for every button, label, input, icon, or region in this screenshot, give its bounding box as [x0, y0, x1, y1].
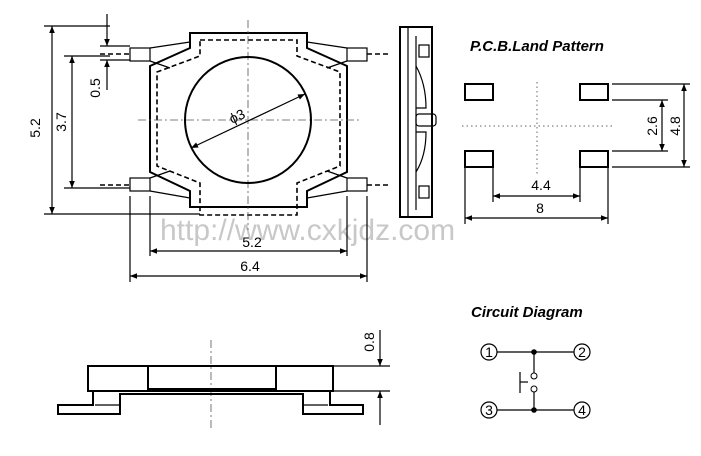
pcb-land-pattern: P.C.B.Land Pattern 4.4 8 2.6 4.8: [462, 38, 690, 224]
right-terminals: [306, 41, 388, 199]
front-view: 0.8: [57, 330, 390, 430]
dim-total-height: 5.2: [27, 118, 43, 138]
diameter-label: ϕ3: [227, 106, 248, 127]
pin-1-label: 1: [485, 344, 493, 360]
dim-actuator-height: 0.8: [361, 332, 377, 352]
pcb-dim-pad-gap: 2.6: [644, 116, 660, 136]
actuator-circle: [184, 56, 312, 184]
pin-4-label: 4: [578, 402, 586, 418]
pcb-dim-outer-width: 8: [536, 200, 544, 216]
switch-body-hidden: [156, 39, 341, 216]
pin-4: 4: [573, 401, 591, 419]
pcb-dim-inner-width: 4.4: [531, 177, 551, 193]
pcb-pad-top-left: [464, 83, 494, 101]
circuit-diagram: Circuit Diagram 1 2 3 4: [471, 304, 591, 419]
pcb-dim-pad-height: 4.8: [667, 116, 683, 136]
pcb-pad-top-right: [579, 83, 609, 101]
pin-3: 3: [480, 401, 498, 419]
pin-1: 1: [480, 343, 498, 361]
dim-terminal-width: 0.5: [87, 78, 103, 98]
top-view: ϕ3 5.2 3.7 0.5 5.2 6.4: [27, 14, 388, 282]
pcb-pad-bottom-right: [579, 150, 609, 168]
side-view-vertical: [399, 26, 437, 218]
dim-inner-height: 3.7: [53, 112, 69, 132]
left-terminals: [100, 41, 191, 199]
pin-2-label: 2: [578, 344, 586, 360]
dim-body-width: 5.2: [242, 234, 262, 250]
pcb-pad-bottom-left: [464, 150, 494, 168]
pin-3-label: 3: [485, 402, 493, 418]
switch-body-outline: [149, 32, 348, 208]
watermark-text: http://www.cxkjdz.com: [160, 214, 455, 247]
circuit-title: Circuit Diagram: [471, 304, 583, 321]
pin-2: 2: [573, 343, 591, 361]
dim-total-width: 6.4: [240, 258, 260, 274]
pcb-title: P.C.B.Land Pattern: [470, 38, 604, 55]
